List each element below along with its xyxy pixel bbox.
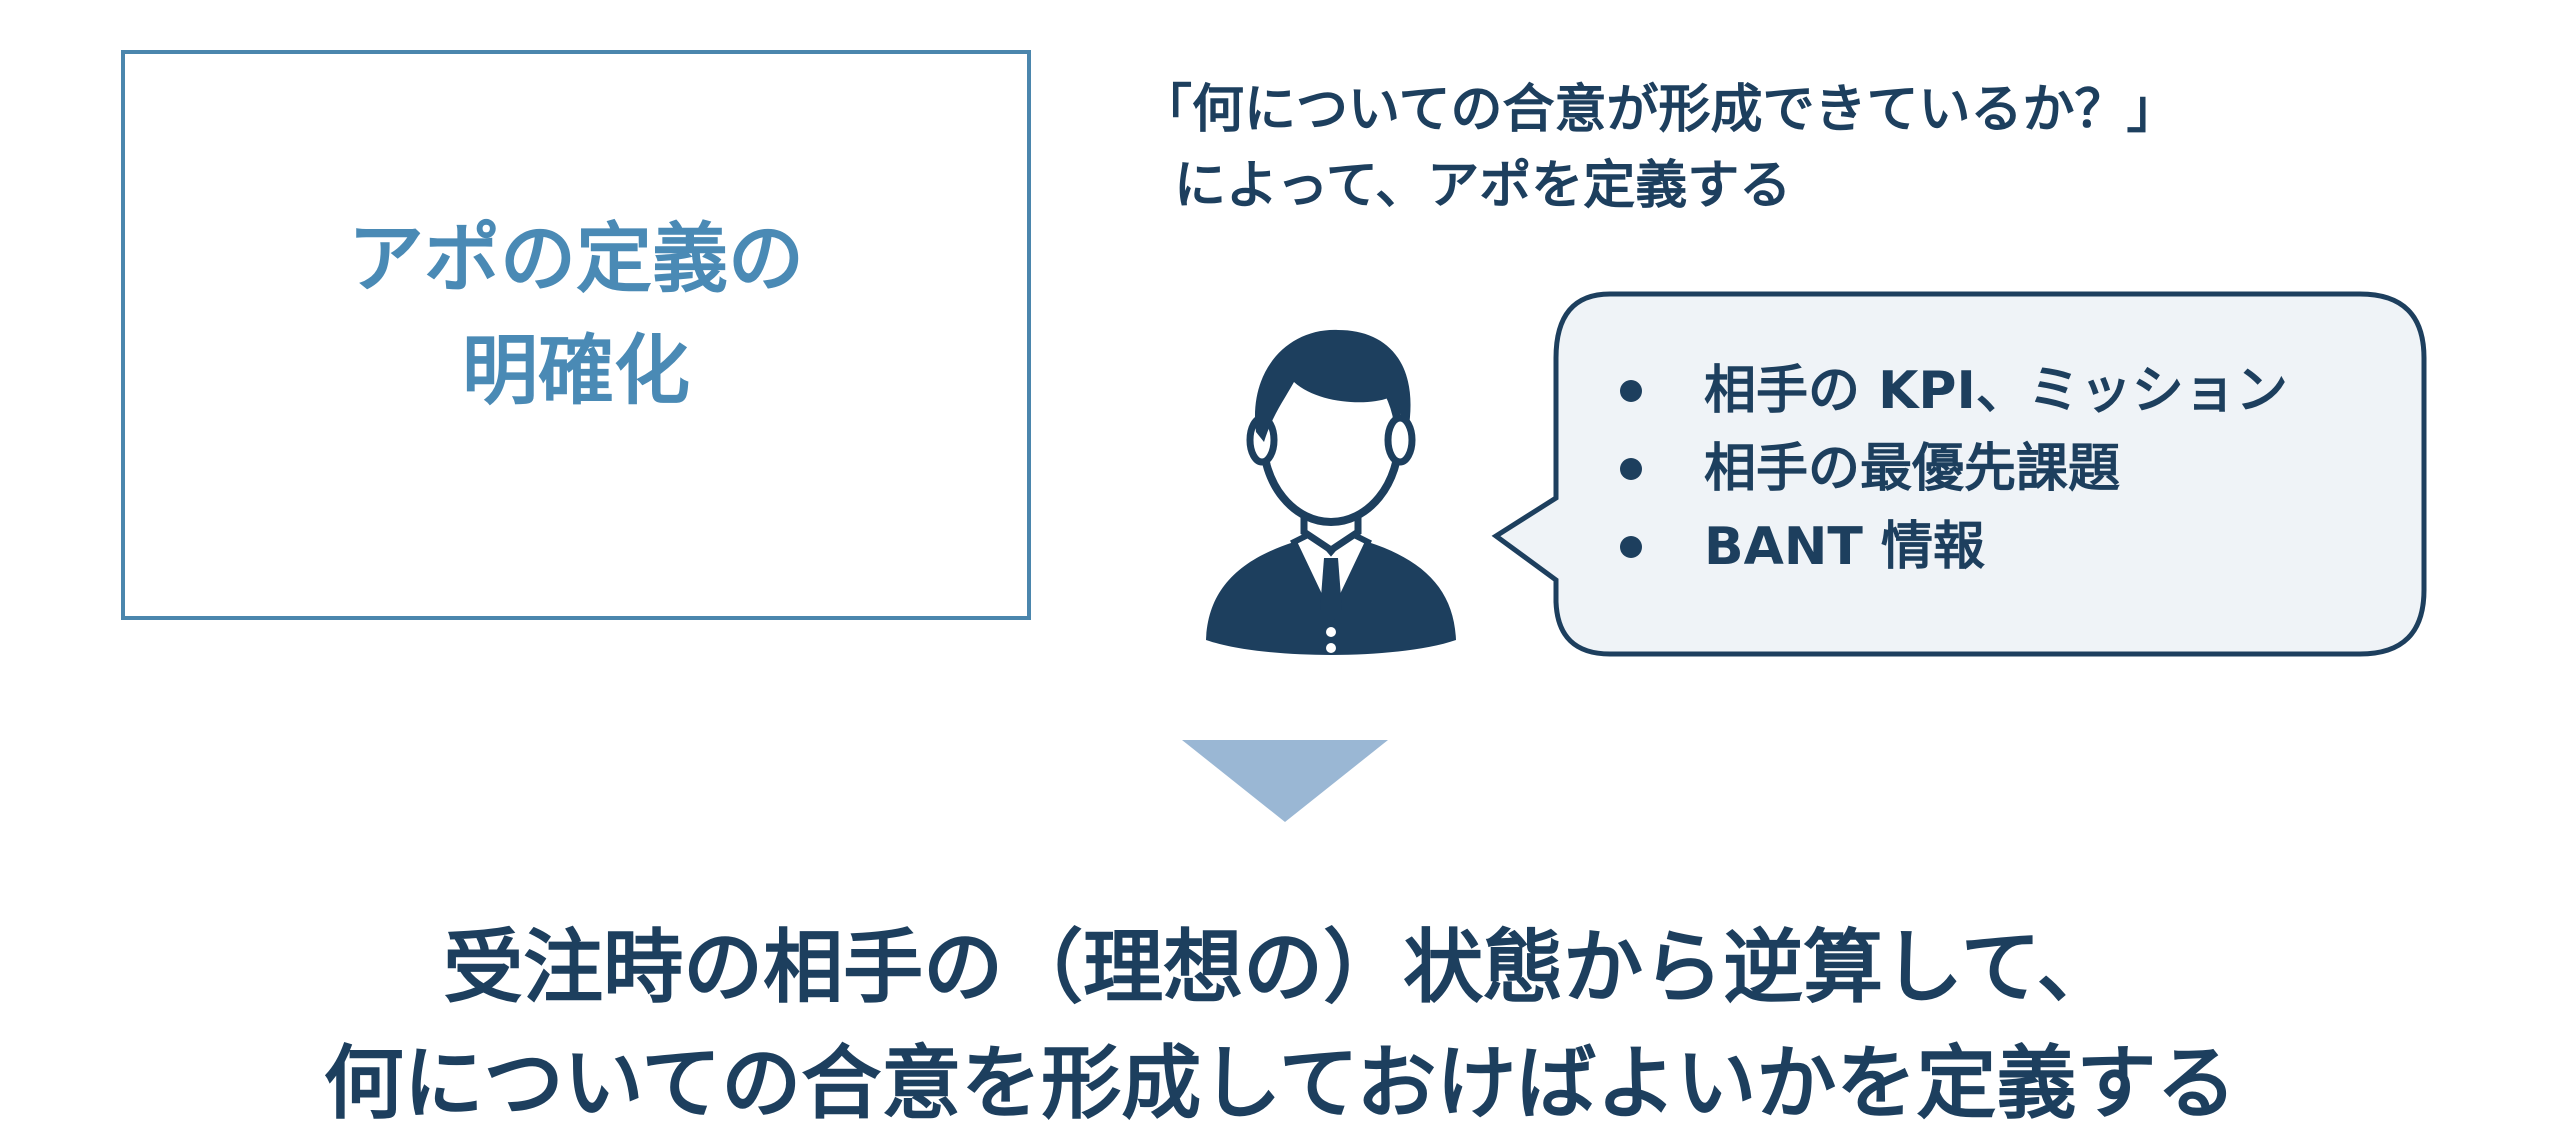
businessman-avatar-icon <box>1206 329 1456 655</box>
bullet-icon <box>1620 458 1642 480</box>
bullet-icon <box>1620 536 1642 558</box>
question-line-2: によって、アポを定義する <box>1174 156 1792 216</box>
bullet-icon <box>1620 380 1642 402</box>
title-line-1: アポの定義の <box>348 214 804 303</box>
question-text: 「何についての合意が形成できているか？」 によって、アポを定義する <box>1140 72 2178 224</box>
conclusion-text: 受注時の相手の（理想の）状態から逆算して、 何についての合意を形成しておけばよい… <box>0 910 2560 1142</box>
list-item-text: 相手の KPI、ミッション <box>1704 361 2288 421</box>
conclusion-line-1: 受注時の相手の（理想の）状態から逆算して、 <box>443 921 2117 1014</box>
conclusion-line-2: 何についての合意を形成しておけばよいかを定義する <box>323 1037 2237 1130</box>
list-item: BANT 情報 <box>1620 508 2288 586</box>
down-triangle-icon <box>1182 740 1388 822</box>
list-item: 相手の KPI、ミッション <box>1620 352 2288 430</box>
title-line-2: 明確化 <box>462 326 690 415</box>
list-item-text: 相手の最優先課題 <box>1704 439 2121 499</box>
question-line-1: 「何についての合意が形成できているか？」 <box>1140 80 2179 140</box>
list-item-text: BANT 情報 <box>1704 517 1985 577</box>
list-item: 相手の最優先課題 <box>1620 430 2288 508</box>
speech-bubble <box>1491 291 2427 657</box>
bubble-list: 相手の KPI、ミッション 相手の最優先課題 BANT 情報 <box>1620 352 2288 586</box>
title-box: アポの定義の 明確化 <box>121 50 1031 620</box>
